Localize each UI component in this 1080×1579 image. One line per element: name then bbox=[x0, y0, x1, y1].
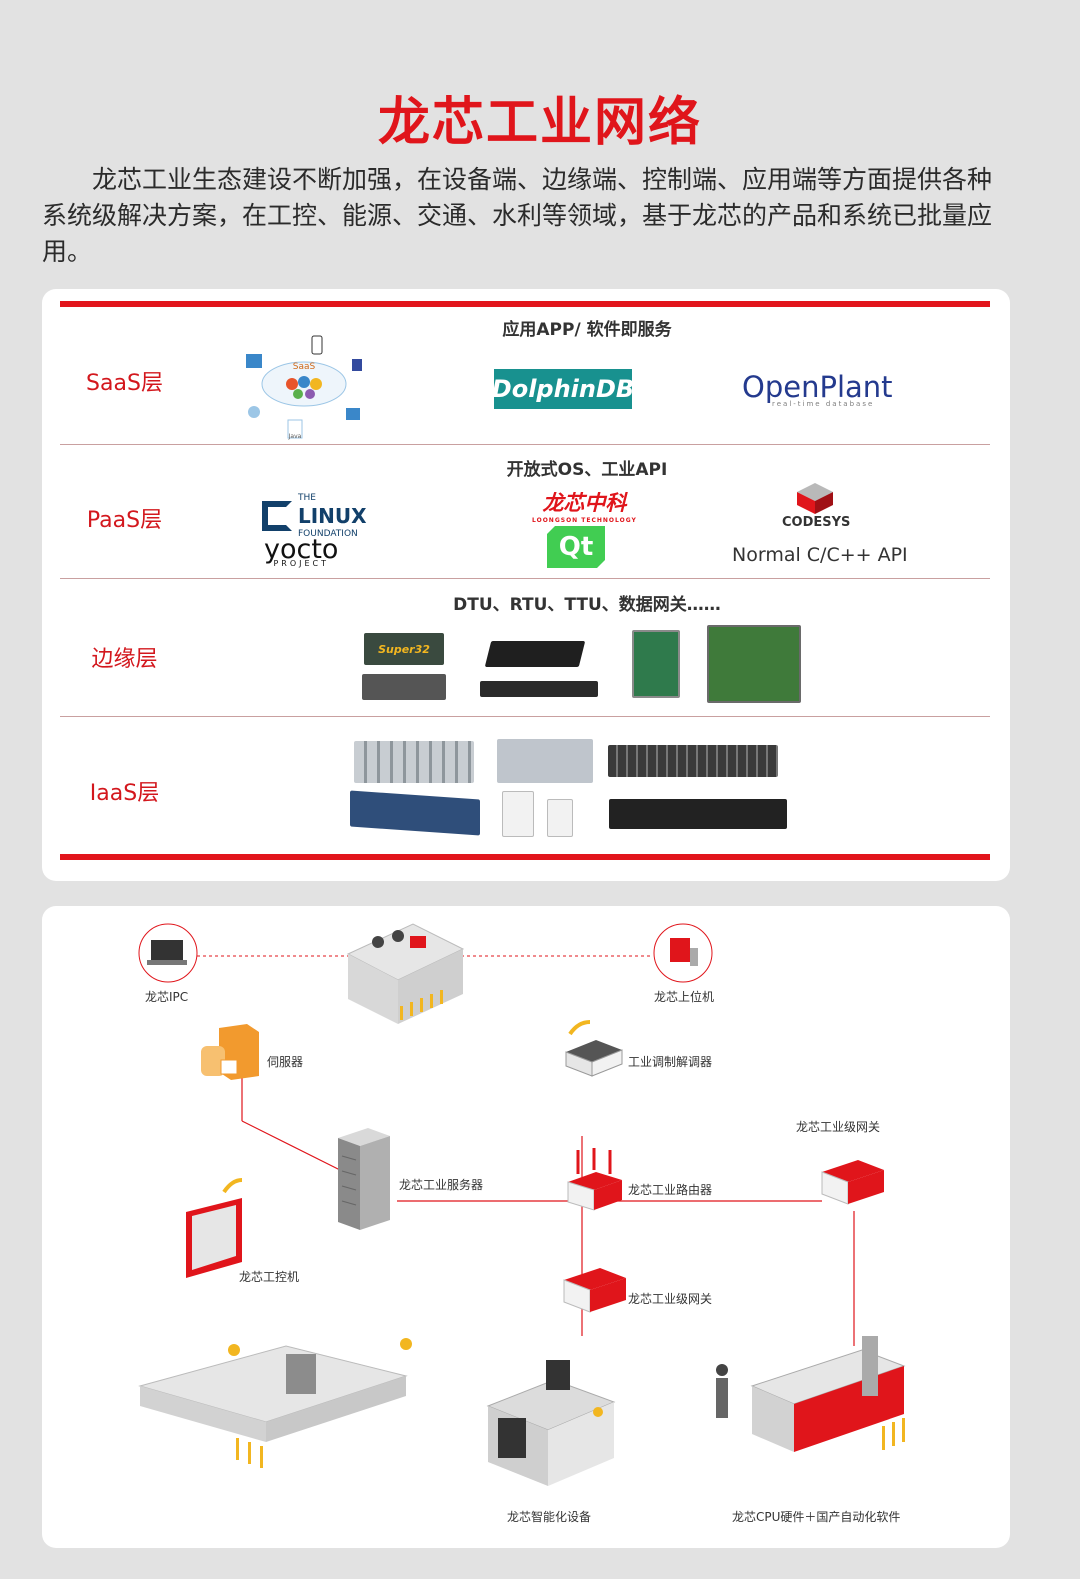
automation-station-illustration bbox=[716, 1336, 906, 1452]
java-text: Java bbox=[288, 433, 302, 440]
modem-label: 工业调制解调器 bbox=[628, 1055, 713, 1069]
gateway-top-label: 龙芯工业级网关 bbox=[796, 1120, 881, 1134]
rack-gateway-device bbox=[480, 681, 598, 697]
host-computer-icon bbox=[653, 923, 713, 983]
divider-saas bbox=[60, 444, 990, 445]
linux-name: LINUX bbox=[298, 504, 367, 528]
industrial-server-label: 龙芯工业服务器 bbox=[399, 1178, 484, 1192]
cnc-machine-device bbox=[497, 739, 593, 783]
loongson-name: 龙芯中科 bbox=[542, 491, 627, 515]
network-diagram-card: 龙芯IPC 龙芯上位机 伺服器 工业调制解调器 龙芯工业级网关 bbox=[42, 906, 1010, 1548]
meter-device-2 bbox=[547, 799, 573, 837]
linux-square-icon bbox=[262, 501, 292, 531]
bottom-red-bar bbox=[60, 854, 990, 860]
super32-device: Super32 bbox=[364, 633, 444, 665]
router-icon bbox=[567, 1148, 622, 1211]
serial-server-device bbox=[350, 790, 480, 836]
page-title: 龙芯工业网络 bbox=[377, 93, 702, 153]
modem-icon bbox=[565, 1020, 623, 1077]
edge-label: 边缘层 bbox=[91, 647, 158, 672]
production-line-illustration bbox=[138, 1338, 412, 1468]
saas-label: SaaS层 bbox=[86, 371, 163, 396]
qt-logo: Qt bbox=[547, 526, 605, 568]
saas-cloud-illustration: SaaS Java bbox=[246, 335, 362, 440]
edge-box-device bbox=[362, 674, 446, 700]
codesys-cube-icon bbox=[797, 483, 833, 514]
control-board-device bbox=[632, 630, 680, 698]
gateway-mid-icon bbox=[563, 1268, 626, 1313]
control-pc-icon bbox=[186, 1178, 243, 1278]
yocto-name: yocto bbox=[264, 534, 339, 565]
linux-the: THE bbox=[298, 493, 316, 503]
saas-heading: 应用APP/ 软件即服务 bbox=[502, 320, 672, 340]
servo-server-icon bbox=[201, 1024, 259, 1080]
intro-paragraph: 龙芯工业生态建设不断加强，在设备端、边缘端、控制端、应用端等方面提供各种系统级解… bbox=[42, 165, 993, 266]
gateway-mid-label: 龙芯工业级网关 bbox=[628, 1292, 713, 1306]
linux-foundation-logo: THE LINUX FOUNDATION bbox=[262, 489, 367, 543]
smart-equipment-illustration bbox=[486, 1360, 616, 1486]
top-red-bar bbox=[60, 301, 990, 307]
cloud-saas-text: SaaS bbox=[293, 362, 316, 372]
ipc-label: 龙芯IPC bbox=[145, 990, 189, 1004]
linux-foundation: FOUNDATION bbox=[298, 529, 358, 539]
ipc-laptop-icon bbox=[138, 923, 198, 983]
io-module-device bbox=[354, 741, 474, 783]
industrial-server-icon bbox=[338, 1128, 390, 1230]
switch-device bbox=[608, 745, 778, 777]
dolphindb-logo: DolphinDB bbox=[492, 369, 634, 409]
cpu-software-label: 龙芯CPU硬件＋国产自动化软件 bbox=[732, 1510, 901, 1524]
gateway-top-icon bbox=[821, 1160, 884, 1205]
divider-paas bbox=[60, 578, 990, 579]
meter-device-1 bbox=[502, 791, 534, 837]
codesys-logo: CODESYS bbox=[782, 515, 851, 530]
edge-heading: DTU、RTU、TTU、数据网关…… bbox=[453, 595, 721, 615]
fanless-pc-device bbox=[484, 641, 586, 667]
host-label: 龙芯上位机 bbox=[654, 990, 715, 1004]
divider-edge bbox=[60, 716, 990, 717]
loongson-logo: 龙芯中科 LOONGSON TECHNOLOGY bbox=[532, 487, 637, 524]
yocto-sub: PROJECT bbox=[273, 559, 330, 568]
loongson-sub: LOONGSON TECHNOLOGY bbox=[532, 517, 637, 524]
paas-label: PaaS层 bbox=[86, 508, 163, 533]
openplant-logo: OpenPlant real-time database bbox=[742, 370, 893, 408]
smart-device-label: 龙芯智能化设备 bbox=[507, 1510, 592, 1524]
paas-heading: 开放式OS、工业API bbox=[506, 460, 668, 480]
iaas-label: IaaS层 bbox=[89, 781, 160, 806]
openplant-sub: real-time database bbox=[772, 400, 875, 408]
control-pc-label: 龙芯工控机 bbox=[239, 1270, 300, 1284]
servo-label: 伺服器 bbox=[267, 1055, 304, 1069]
yocto-logo: yocto PROJECT bbox=[264, 534, 338, 568]
openplant-name: OpenPlant bbox=[742, 370, 893, 404]
control-room-illustration bbox=[346, 923, 465, 1024]
mainboard-device bbox=[707, 625, 801, 703]
router-label: 龙芯工业路由器 bbox=[628, 1183, 713, 1197]
rack-server-device bbox=[609, 799, 787, 829]
layer-stack-card: 应用APP/ 软件即服务 SaaS层 SaaS Java DolphinDB O… bbox=[42, 289, 1010, 881]
normal-api-text: Normal C/C++ API bbox=[732, 544, 908, 566]
